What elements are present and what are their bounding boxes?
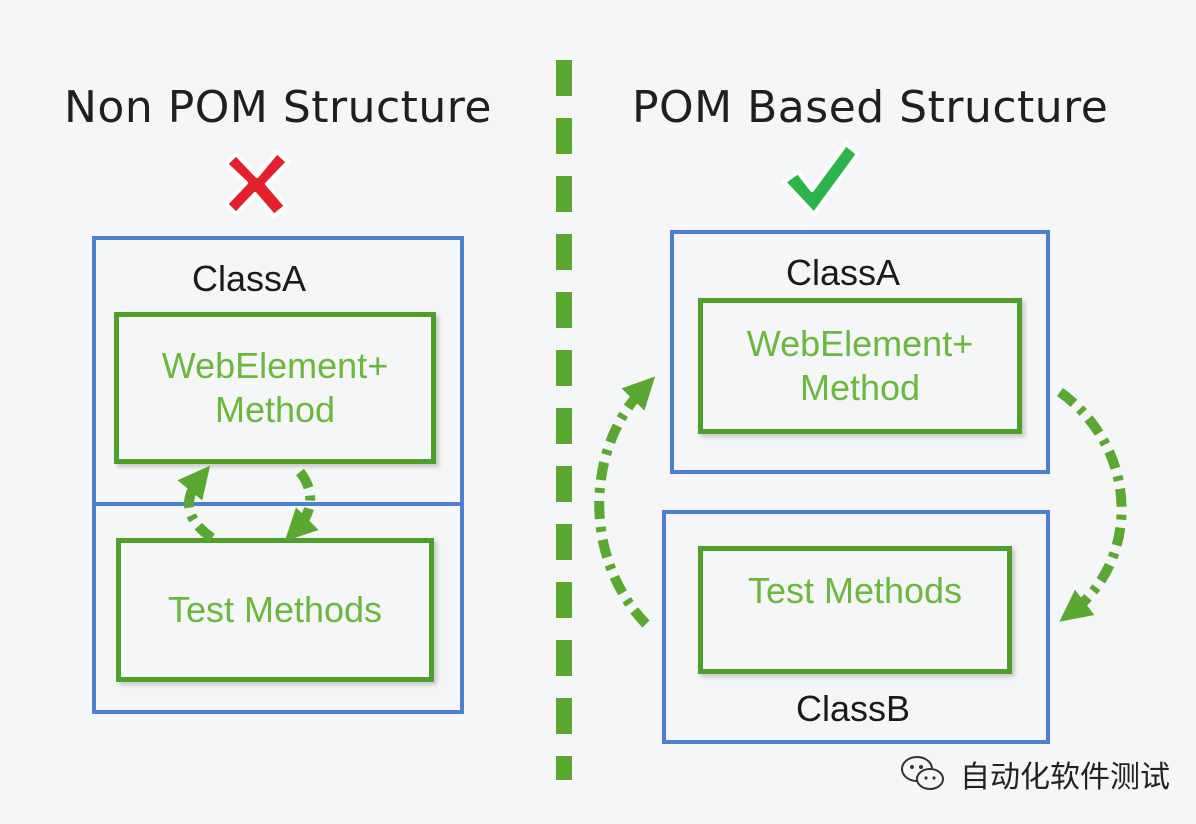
right-heading: POM Based Structure [632,82,1109,133]
left-test-methods-label: Test Methods [167,589,383,630]
right-test-methods-label: Test Methods [747,570,963,611]
watermark: 自动化软件测试 [900,752,1170,796]
left-class-a-label: ClassA [192,258,307,299]
left-heading: Non POM Structure [64,82,493,133]
right-class-b-label: ClassB [796,688,911,729]
left-class-divider [94,502,462,506]
left-webelement-box: WebElement+ Method [114,312,436,464]
watermark-text: 自动化软件测试 [960,760,1170,795]
wechat-icon [901,756,944,790]
left-webelement-label: WebElement+ Method [161,345,389,430]
left-arrow-down [284,468,319,542]
right-arrow-up [594,376,656,628]
right-arrow-down [1057,387,1127,622]
right-webelement-label: WebElement+ Method [746,323,974,408]
check-icon [782,142,860,216]
left-test-methods-box: Test Methods [116,538,434,682]
center-divider [556,60,572,780]
right-test-methods-box: Test Methods [698,546,1012,674]
right-webelement-box: WebElement+ Method [698,298,1022,434]
right-class-a-label: ClassA [786,252,901,293]
left-arrow-up [177,465,215,543]
cross-icon [224,150,290,218]
